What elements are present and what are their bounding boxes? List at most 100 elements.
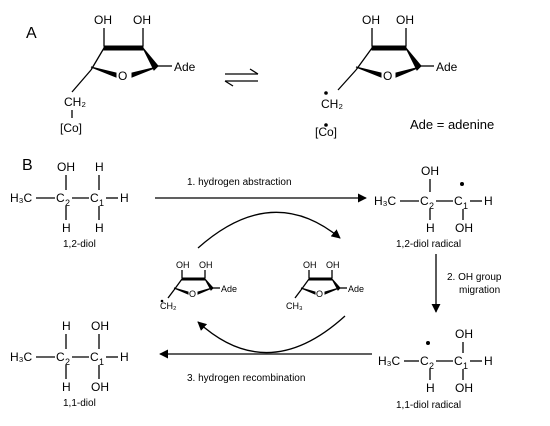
oh-label: OH bbox=[303, 260, 317, 270]
step1-label: 1. hydrogen abstraction bbox=[187, 177, 292, 188]
h-label: H bbox=[62, 319, 71, 333]
carbon-2-index: 2 bbox=[65, 357, 70, 367]
h-label: H bbox=[484, 354, 493, 368]
oh-label: OH bbox=[455, 221, 473, 235]
h-label: H bbox=[120, 191, 129, 205]
oh-label: OH bbox=[421, 164, 439, 178]
carbon-1-index: 1 bbox=[99, 357, 104, 367]
ch3-label: CH₃ bbox=[286, 301, 303, 311]
ring-wedge bbox=[300, 287, 316, 295]
label-1-2-diol-radical: 1,2-diol radical bbox=[396, 239, 461, 250]
adenine-label: Ade bbox=[436, 60, 458, 74]
ring-bond-bold bbox=[142, 47, 159, 71]
oh-label: OH bbox=[91, 380, 109, 394]
h-label: H bbox=[120, 350, 129, 364]
ring-wedge bbox=[355, 66, 382, 78]
label-1-1-diol-radical: 1,1-diol radical bbox=[396, 400, 461, 411]
bond bbox=[355, 47, 373, 71]
oh-label: OH bbox=[326, 260, 340, 270]
carbon-1-index: 1 bbox=[463, 201, 468, 211]
carbon-1: C bbox=[90, 191, 99, 205]
small-ribose-radical: OH OH O Ade CH₂ bbox=[160, 260, 237, 311]
adenine-legend: Ade = adenine bbox=[410, 117, 494, 132]
step2-label-line2: migration bbox=[459, 285, 500, 296]
curved-arrow-lower bbox=[197, 315, 346, 354]
ring-bond-bold bbox=[204, 278, 214, 291]
ribose-left-oh1: OH bbox=[94, 13, 112, 27]
h-label: H bbox=[95, 160, 104, 174]
h-label: H bbox=[426, 221, 435, 235]
ring-oxygen: O bbox=[383, 69, 392, 83]
carbon-2: C bbox=[420, 354, 429, 368]
h3c-label: H₃C bbox=[10, 350, 33, 364]
ribose-right-oh1: OH bbox=[362, 13, 380, 27]
carbon-1-index: 1 bbox=[463, 361, 468, 371]
label-1-1-diol: 1,1-diol bbox=[63, 398, 96, 409]
adenine-label: Ade bbox=[348, 284, 364, 294]
carbon-1: C bbox=[90, 350, 99, 364]
panel-a-label: A bbox=[26, 25, 37, 42]
carbon-2-index: 2 bbox=[429, 201, 434, 211]
h-label: H bbox=[62, 380, 71, 394]
forward-barb bbox=[249, 68, 259, 75]
h3c-label: H₃C bbox=[374, 194, 397, 208]
small-deoxyadenosine: OH OH O Ade CH₃ bbox=[286, 260, 364, 311]
carbon-2: C bbox=[56, 350, 65, 364]
radical-dot bbox=[460, 182, 464, 186]
ring-bond-bold bbox=[405, 47, 422, 71]
molecule-1-1-diol: H OH H₃C C 2 C 1 H H OH 1,1-diol bbox=[10, 319, 129, 409]
h-label: H bbox=[95, 221, 104, 235]
oh-label: OH bbox=[199, 260, 213, 270]
carbon-1: C bbox=[454, 354, 463, 368]
ring-wedge bbox=[90, 66, 117, 78]
ring-oxygen: O bbox=[118, 69, 127, 83]
adenine-label: Ade bbox=[174, 60, 196, 74]
h-label: H bbox=[426, 381, 435, 395]
radical-dot bbox=[160, 299, 164, 303]
h3c-label: H₃C bbox=[10, 191, 33, 205]
h-label: H bbox=[484, 194, 493, 208]
adenine-label: Ade bbox=[221, 284, 237, 294]
ribose-left-oh2: OH bbox=[133, 13, 151, 27]
ring-wedge bbox=[173, 287, 189, 295]
radical-dot bbox=[324, 91, 328, 95]
molecule-1-2-diol-radical: OH H₃C C 2 C 1 H H OH 1,2-diol radical bbox=[374, 164, 493, 250]
oh-label: OH bbox=[455, 327, 473, 341]
ring-bond-bold bbox=[181, 277, 206, 281]
ring-bond-bold bbox=[371, 45, 407, 51]
carbon-2-index: 2 bbox=[65, 198, 70, 208]
bond bbox=[90, 47, 105, 71]
panel-b-label: B bbox=[22, 157, 33, 174]
bond bbox=[167, 289, 175, 299]
step2-label-line1: 2. OH group bbox=[447, 272, 502, 283]
radical-dot bbox=[426, 341, 430, 345]
ch2-radical-label: CH₂ bbox=[321, 97, 343, 111]
bond bbox=[337, 69, 357, 91]
ring-oxygen: O bbox=[316, 289, 323, 299]
carbon-1-index: 1 bbox=[99, 198, 104, 208]
ch2-label: CH₂ bbox=[160, 301, 177, 311]
molecule-1-2-diol: OH H H₃C C 2 C 1 H H H 1,2-diol bbox=[10, 160, 129, 250]
ring-bond-bold bbox=[103, 45, 144, 51]
h-label: H bbox=[62, 221, 71, 235]
oh-label: OH bbox=[176, 260, 190, 270]
ring-wedge bbox=[131, 66, 158, 78]
ring-bond-bold bbox=[331, 278, 341, 291]
cobalt-label: [Co] bbox=[315, 125, 337, 139]
carbon-1: C bbox=[454, 194, 463, 208]
ring-wedge bbox=[395, 66, 421, 78]
ribose-radical: OH OH O Ade CH₂ [Co] bbox=[315, 13, 458, 139]
ribose-right-oh2: OH bbox=[396, 13, 414, 27]
oh-label: OH bbox=[57, 160, 75, 174]
cobalt-label: [Co] bbox=[60, 121, 82, 135]
ring-oxygen: O bbox=[189, 289, 196, 299]
carbon-2: C bbox=[56, 191, 65, 205]
oh-label: OH bbox=[455, 381, 473, 395]
molecule-1-1-diol-radical: OH H₃C C 2 C 1 H H OH 1,1-diol radical bbox=[378, 327, 493, 411]
carbon-2: C bbox=[420, 194, 429, 208]
ribose-cobalt-bound: OH OH O Ade CH₂ [Co] bbox=[60, 13, 196, 135]
ring-bond-bold bbox=[308, 277, 333, 281]
oh-label: OH bbox=[91, 319, 109, 333]
carbon-2-index: 2 bbox=[429, 361, 434, 371]
